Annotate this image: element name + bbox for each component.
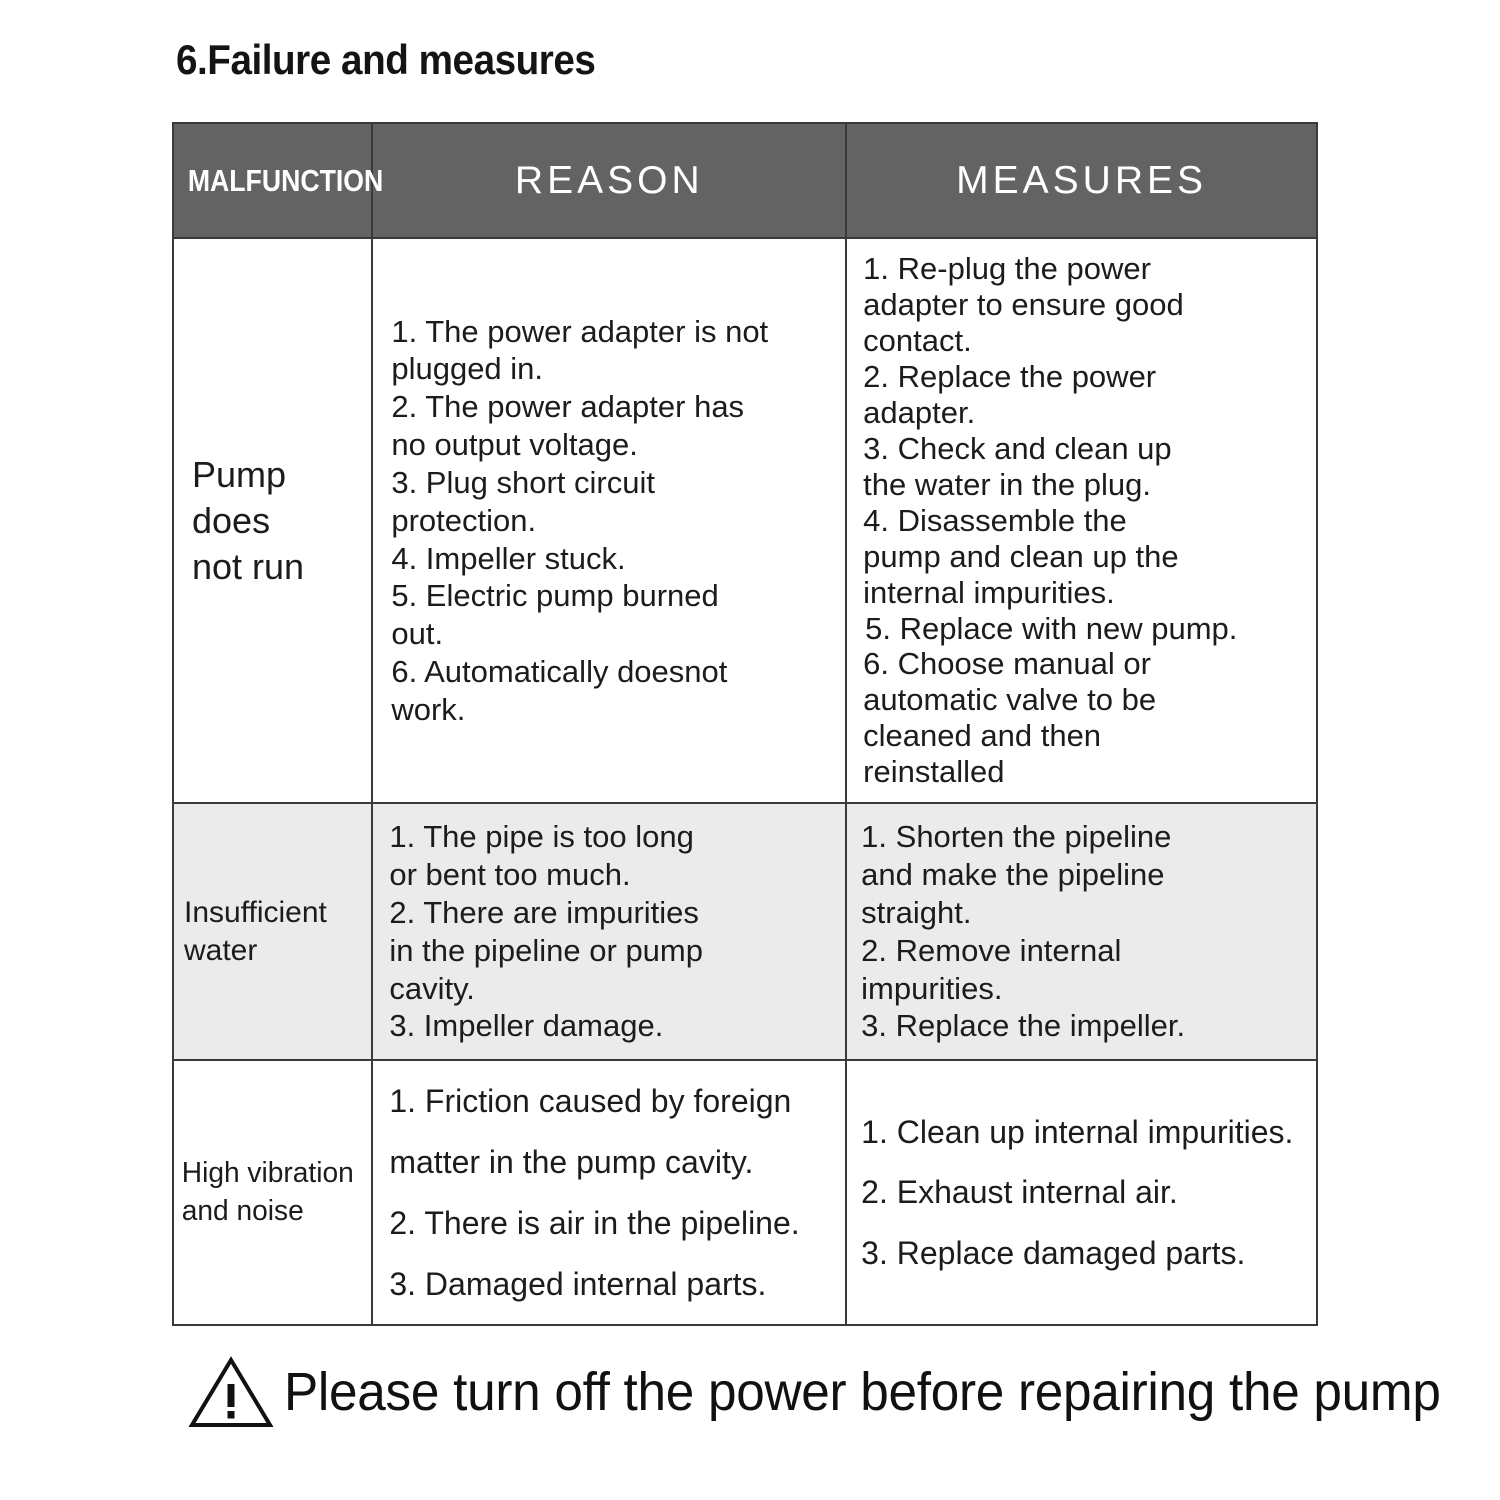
list-item: 4. Disassemble the pump and clean up the… xyxy=(863,502,1179,610)
list-item: 3. Impeller damage. xyxy=(389,1008,664,1044)
list-item: 1. Re-plug the power adapter to ensure g… xyxy=(863,251,1184,358)
page-title: 6.Failure and measures xyxy=(176,36,596,83)
failure-and-measures-table: MALFUNCTION REASON MEASURES Pump does no… xyxy=(171,122,1318,1327)
list-item: 1. Clean up internal impurities. xyxy=(861,1113,1294,1150)
warning-footer: Please turn off the power before repairi… xyxy=(188,1355,1500,1429)
table-row: Insufficient water 1. The pipe is too lo… xyxy=(171,802,1318,1062)
list-item: 3. Damaged internal parts. xyxy=(389,1265,767,1302)
warning-triangle-icon xyxy=(188,1356,274,1427)
list-item: 2. Remove internal impurities. xyxy=(861,932,1122,1006)
cell-measures: 1. Re-plug the power adapter to ensure g… xyxy=(845,236,1318,805)
list-item: 1. The power adapter is not plugged in. xyxy=(391,313,769,387)
list-item: 2. The power adapter has no output volta… xyxy=(391,389,745,463)
cell-malfunction: Pump does not run xyxy=(171,236,374,805)
warning-text: Please turn off the power before repairi… xyxy=(284,1362,1441,1422)
list-item: 6. Automatically doesnot work. xyxy=(391,653,728,727)
cell-measures: 1. Shorten the pipeline and make the pip… xyxy=(845,802,1318,1062)
cell-malfunction: High vibration and noise xyxy=(171,1059,374,1327)
column-header-reason: REASON xyxy=(371,122,848,239)
list-item: 2. Exhaust internal air. xyxy=(861,1174,1178,1211)
measures-list: 1. Shorten the pipeline and make the pip… xyxy=(847,804,1316,1059)
cell-measures: 1. Clean up internal impurities. 2. Exha… xyxy=(845,1059,1318,1327)
list-item: 2. There is air in the pipeline. xyxy=(389,1204,800,1241)
cell-reason: 1. Friction caused by foreign matter in … xyxy=(371,1059,848,1327)
cell-malfunction: Insufficient water xyxy=(171,802,374,1062)
malfunction-label: High vibration and noise xyxy=(181,1157,354,1227)
list-item: 5. Electric pump burned out. xyxy=(391,578,719,652)
table-row: Pump does not run 1. The power adapter i… xyxy=(171,236,1318,805)
column-header-malfunction-label: MALFUNCTION xyxy=(187,162,384,198)
list-item: 3. Check and clean up the water in the p… xyxy=(863,430,1172,502)
reason-list: 1. Friction caused by foreign matter in … xyxy=(373,1061,845,1324)
table-body: Pump does not run 1. The power adapter i… xyxy=(171,236,1318,1327)
cell-reason: 1. The pipe is too long or bent too much… xyxy=(371,802,848,1062)
column-header-reason-label: REASON xyxy=(514,158,704,202)
cell-reason: 1. The power adapter is not plugged in. … xyxy=(371,236,848,805)
malfunction-label: Insufficient water xyxy=(184,896,327,967)
list-item: 5. Replace with new pump. xyxy=(865,610,1238,646)
column-header-malfunction: MALFUNCTION xyxy=(171,122,384,239)
measures-list: 1. Clean up internal impurities. 2. Exha… xyxy=(847,1092,1316,1294)
list-item: 2. Replace the power adapter. xyxy=(863,358,1157,430)
list-item: 1. The pipe is too long or bent too much… xyxy=(389,819,694,893)
list-item: 3. Plug short circuit protection. xyxy=(391,464,655,538)
column-header-measures: MEASURES xyxy=(845,122,1318,239)
reason-list: 1. The power adapter is not plugged in. … xyxy=(373,299,845,743)
column-header-measures-label: MEASURES xyxy=(956,158,1208,202)
list-item: 4. Impeller stuck. xyxy=(391,540,626,576)
list-item: 1. Friction caused by foreign matter in … xyxy=(389,1083,792,1180)
list-item: 2. There are impurities in the pipeline … xyxy=(389,894,703,1006)
list-item: 3. Replace the impeller. xyxy=(861,1008,1186,1044)
measures-list: 1. Re-plug the power adapter to ensure g… xyxy=(847,239,1316,802)
table-row: High vibration and noise 1. Friction cau… xyxy=(171,1059,1318,1327)
reason-list: 1. The pipe is too long or bent too much… xyxy=(373,804,845,1059)
list-item: 1. Shorten the pipeline and make the pip… xyxy=(861,819,1172,930)
list-item: 3. Replace damaged parts. xyxy=(861,1235,1246,1272)
malfunction-label: Pump does not run xyxy=(192,454,305,587)
list-item: 6. Choose manual or automatic valve to b… xyxy=(863,646,1157,790)
table-header-row: MALFUNCTION REASON MEASURES xyxy=(171,122,1318,239)
